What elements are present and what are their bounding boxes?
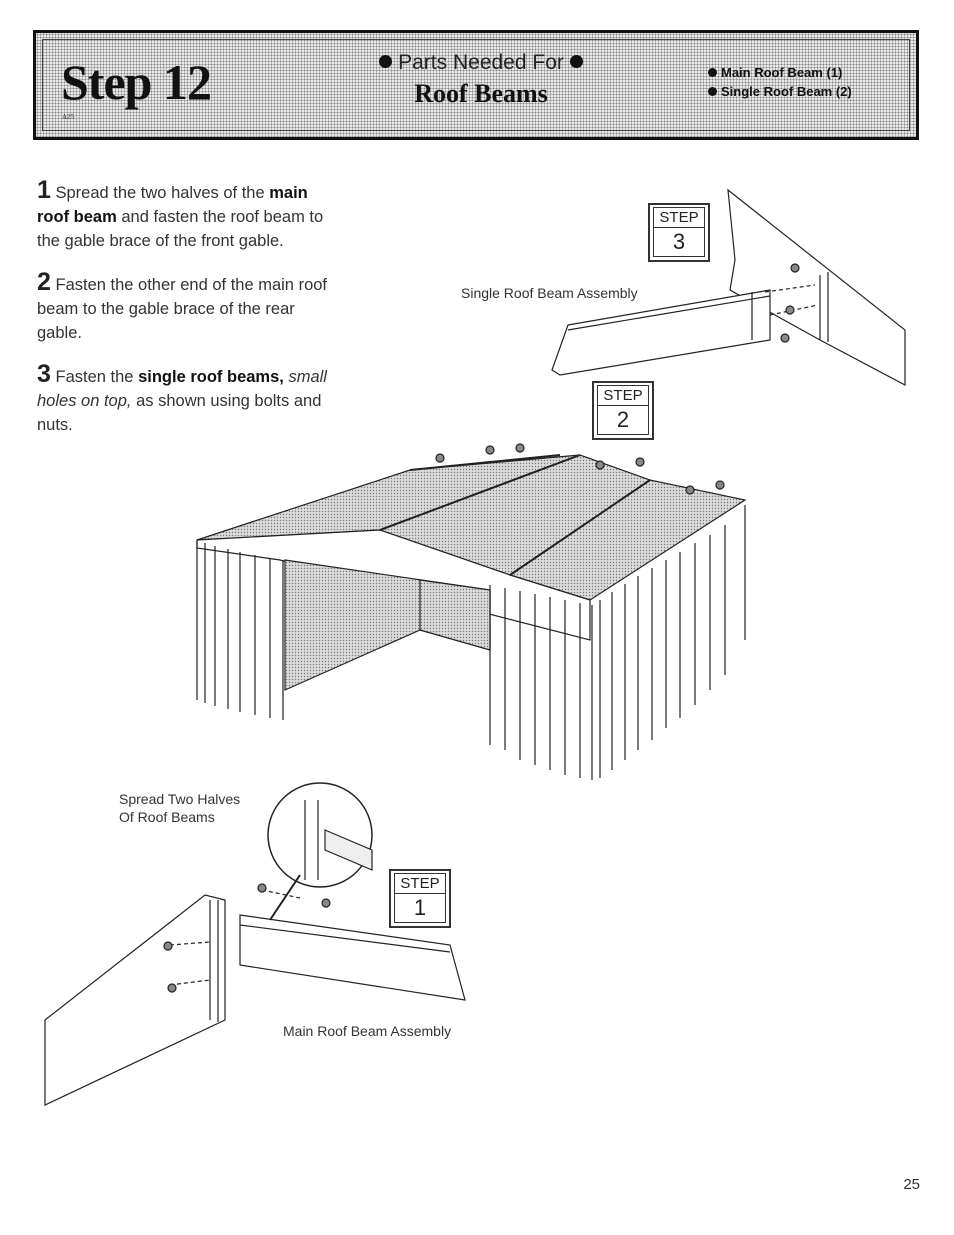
main-beam-assembly-label: Main Roof Beam Assembly [283, 1023, 452, 1039]
main-beam-detail [44, 782, 466, 1106]
step-ref-box: STEP 2 [592, 381, 654, 440]
page-code: A25 [62, 113, 75, 121]
header-inner-frame [42, 39, 910, 131]
page-number: 25 [903, 1176, 920, 1193]
instruction-list: 1 Spread the two halves of the main roof… [37, 178, 337, 454]
step-ref-box: STEP 3 [648, 203, 710, 262]
shed-illustration [196, 443, 747, 780]
parts-needed-label: Parts Needed For [398, 51, 564, 74]
parts-list: Main Roof Beam (1) Single Roof Beam (2) [708, 63, 852, 101]
instruction-number: 2 [37, 268, 51, 296]
parts-list-item: Main Roof Beam (1) [708, 63, 852, 82]
instruction-item: 1 Spread the two halves of the main roof… [37, 176, 324, 251]
bullet-icon [379, 55, 393, 68]
single-beam-detail [551, 188, 906, 386]
bullet-icon [708, 68, 717, 77]
step-header-banner: Step 12 A25 Parts Needed For Roof Beams … [33, 30, 919, 140]
bullet-icon [569, 55, 583, 68]
step-ref-box: STEP 1 [389, 869, 451, 928]
parts-target-title: Roof Beams [414, 79, 548, 108]
bullet-icon [708, 87, 717, 96]
instruction-item: 3 Fasten the single roof beams, small ho… [37, 360, 327, 435]
instruction-number: 1 [37, 176, 51, 204]
single-beam-assembly-label: Single Roof Beam Assembly [461, 285, 638, 301]
instruction-number: 3 [37, 360, 51, 388]
parts-list-item: Single Roof Beam (2) [708, 82, 852, 101]
instruction-item: 2 Fasten the other end of the main roof … [37, 268, 328, 343]
spread-halves-label: Spread Two Halves Of Roof Beams [119, 791, 241, 825]
parts-needed-heading: Parts Needed For [361, 51, 601, 75]
step-title: Step 12 [61, 54, 212, 110]
